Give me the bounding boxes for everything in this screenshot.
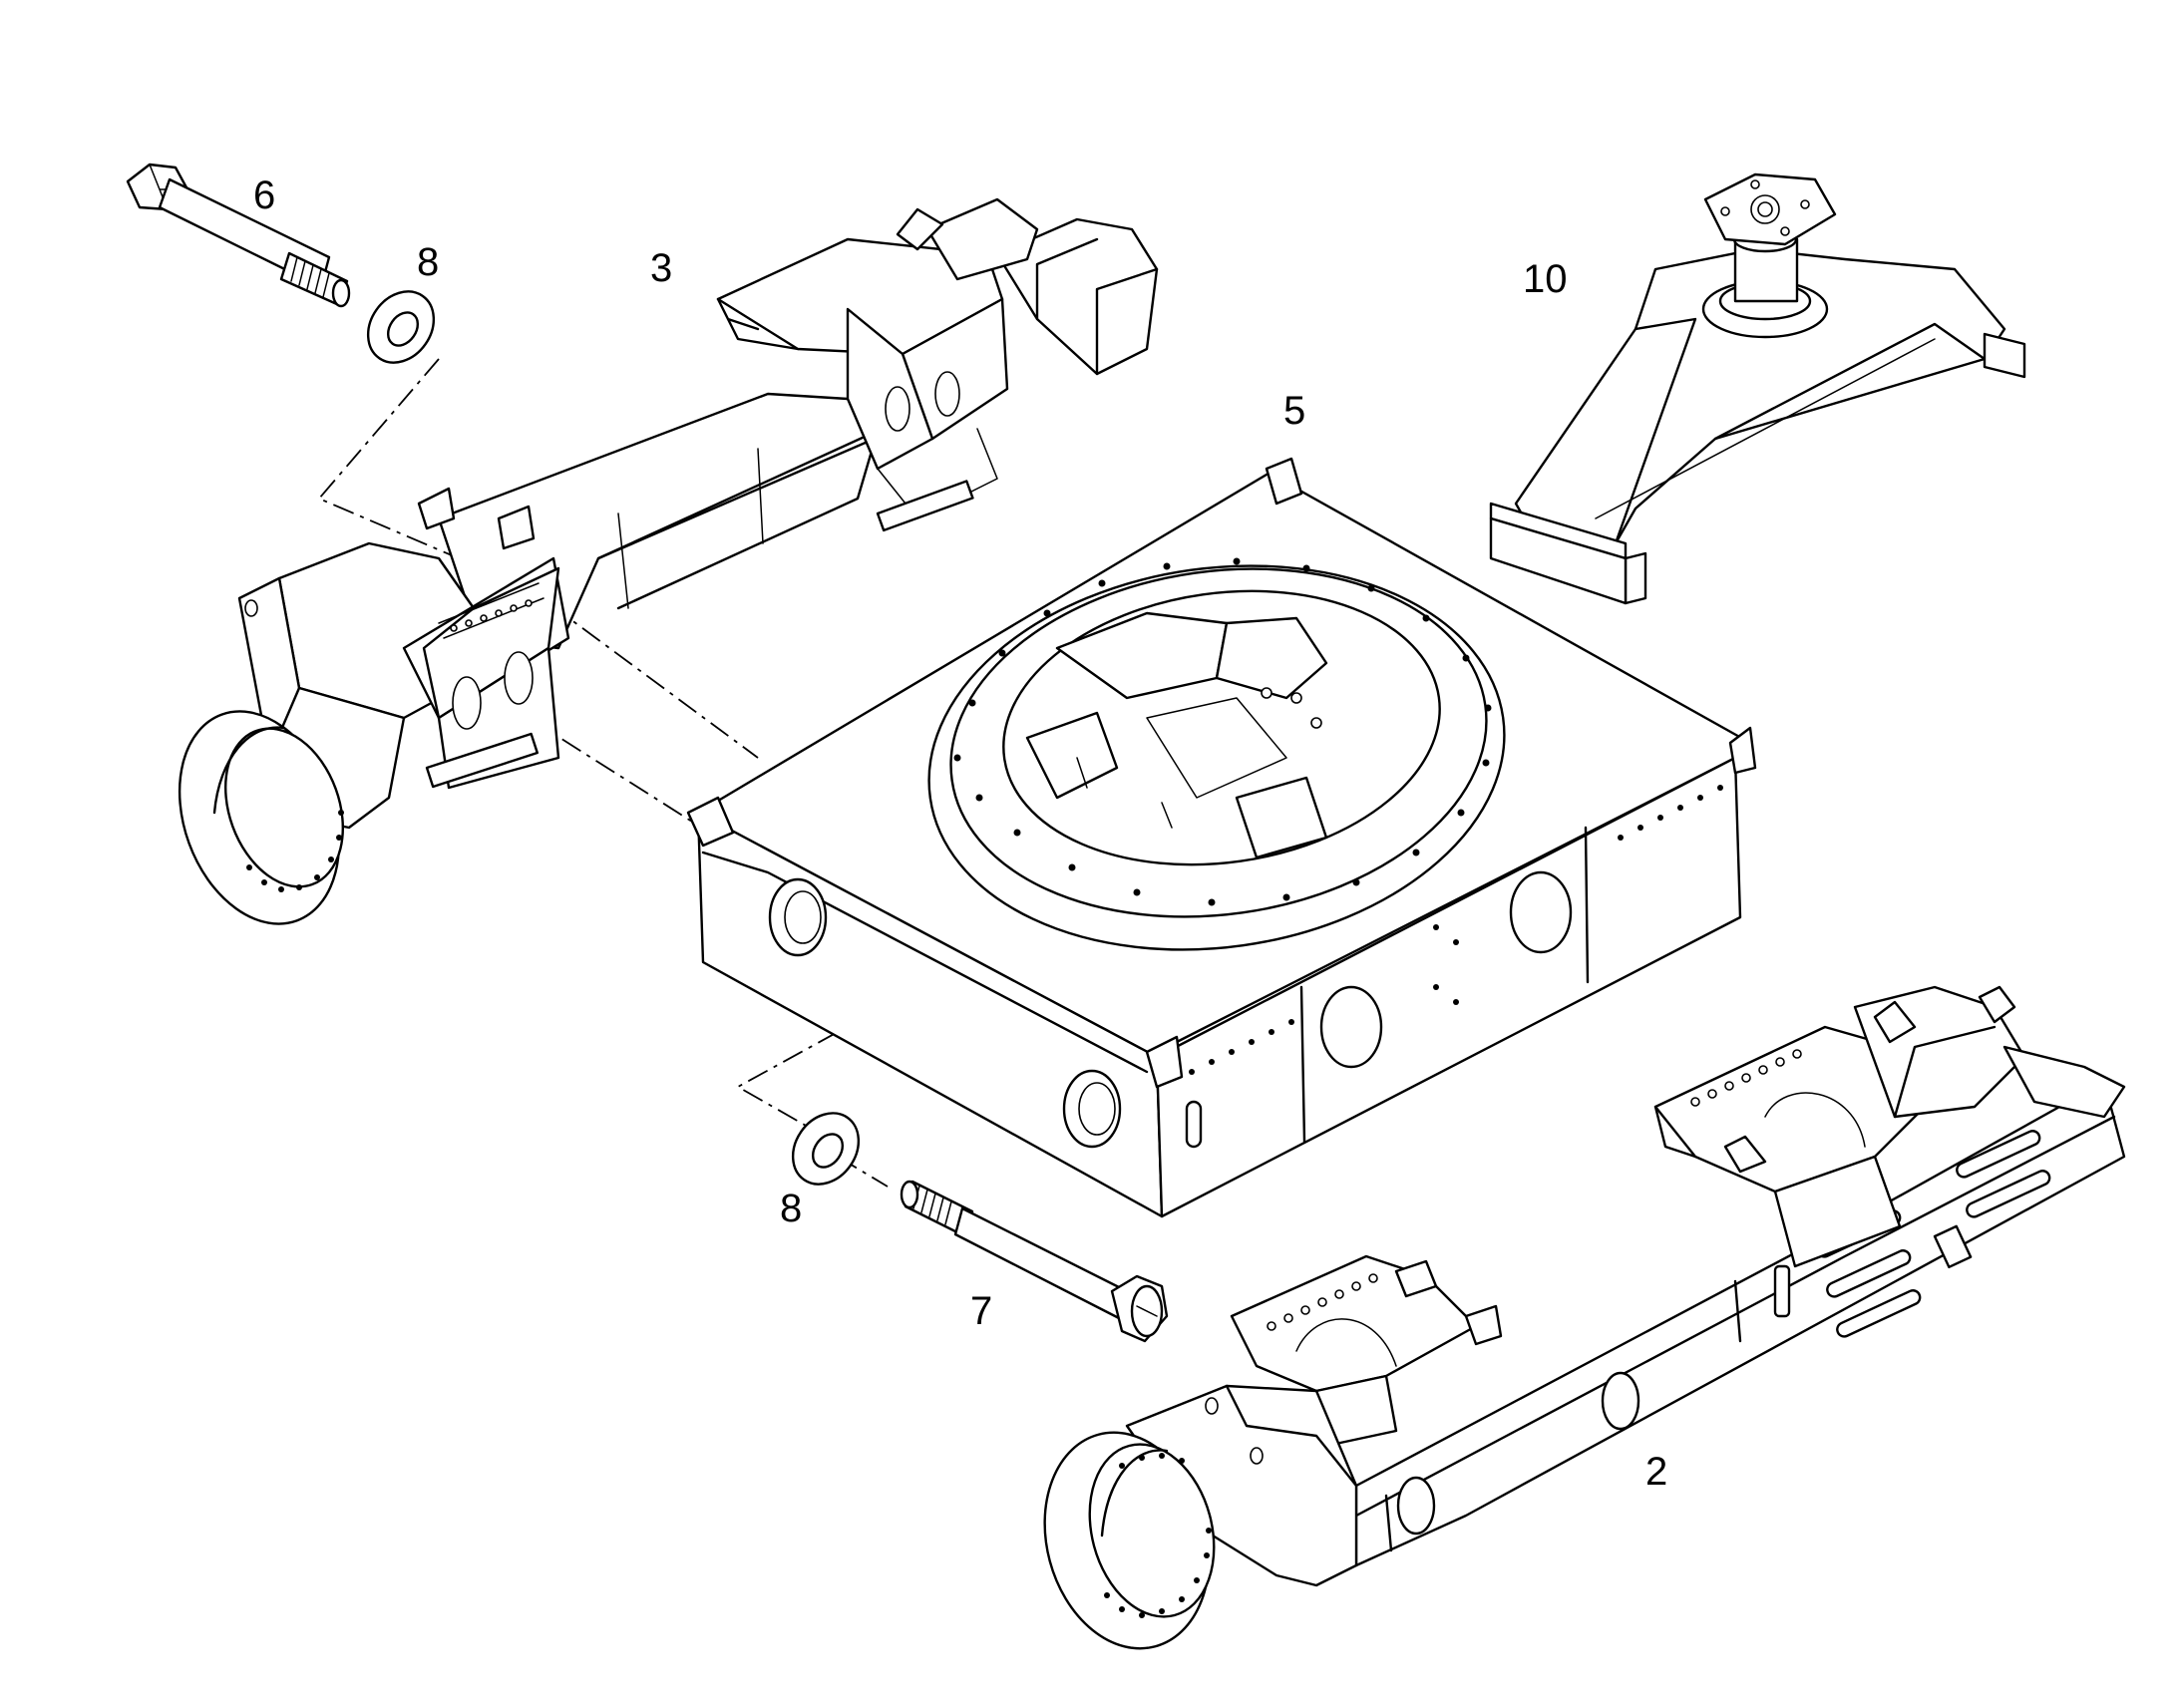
rear-bolt-row <box>1690 1049 1802 1107</box>
callout-5: 5 <box>1283 389 1305 433</box>
swivel-bracket-10-icon <box>1489 172 2026 605</box>
track-frame-3-icon <box>178 197 1159 925</box>
bolt-hole-row <box>450 599 533 632</box>
carbody-5-icon <box>686 457 1757 1218</box>
callout-8-upper: 8 <box>417 240 439 284</box>
callout-6: 6 <box>253 173 275 217</box>
front-bolt-row <box>1267 1273 1378 1331</box>
idler-bolt-circle <box>246 810 344 892</box>
bolt-6-icon <box>126 163 351 308</box>
bolt-7-icon <box>900 1180 1169 1343</box>
callout-2: 2 <box>1645 1450 1667 1494</box>
callout-3: 3 <box>650 246 672 290</box>
callout-7: 7 <box>970 1289 992 1333</box>
ring-bolt-holes <box>953 557 1492 906</box>
idler-bolt-circle-2 <box>1104 1453 1212 1618</box>
callout-10: 10 <box>1523 257 1568 301</box>
carbody-bolt-holes <box>1189 785 1723 1075</box>
washer-8-upper-icon <box>366 290 436 364</box>
washer-8-lower-icon <box>791 1112 861 1186</box>
callout-8-lower: 8 <box>780 1187 802 1230</box>
track-frame-2-icon <box>1043 985 2126 1650</box>
callout-labels: 6 8 3 10 5 8 7 2 <box>253 173 1667 1494</box>
